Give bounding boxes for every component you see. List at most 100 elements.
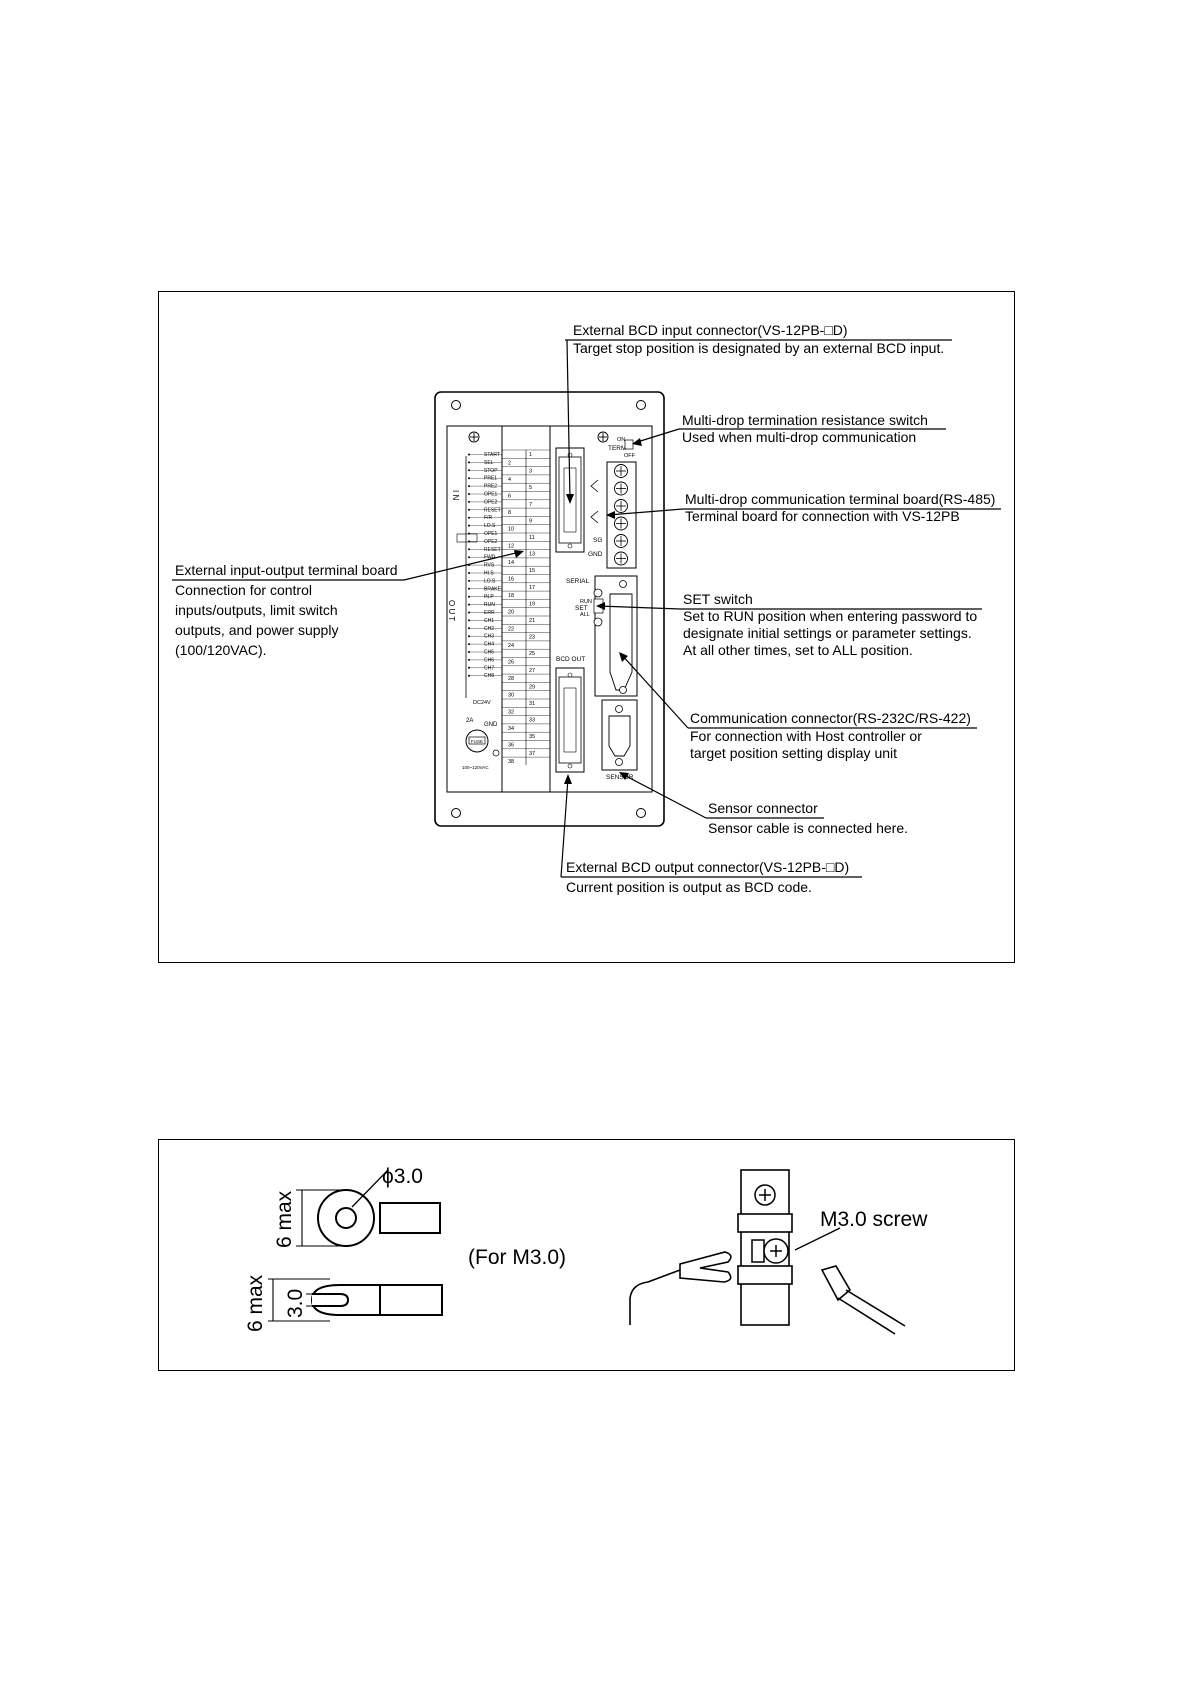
signal-label: CH1 [484,618,494,624]
terminal-number: 2 [508,460,511,466]
signal-label: PRE2 [484,484,497,490]
arrowheads [514,438,642,784]
terminal-number: 23 [529,635,535,641]
io-board-title: External input-output terminal board [175,562,398,578]
terminal-number: 6 [508,494,511,500]
gnd2-label: GND [588,551,603,558]
bcd-out-connector [555,667,585,773]
signal-label: HI.S [484,571,494,577]
io-board-desc-4: (100/120VAC). [175,642,267,658]
bcd-in-desc: Target stop position is designated by an… [573,340,944,356]
signal-label: OPE2 [484,499,498,505]
bcd-out-title: External BCD output connector(VS-12PB-□D… [566,859,849,875]
terminal-number: 24 [508,643,514,649]
io-board-desc-1: Connection for control [175,582,312,598]
terminal-number: 17 [529,585,535,591]
terminal-number: 37 [529,751,535,757]
terminal-number: 25 [529,651,535,657]
rs485-screw-icons [614,464,628,566]
signal-label: STOP [484,468,498,474]
terminal-number: 19 [529,601,535,607]
terminal-number: 14 [508,560,514,566]
terminal-number: 10 [508,527,514,533]
sensor-panel-label: SENSOR [606,774,634,781]
set-label: SET [575,605,588,612]
terminal-number: 34 [508,726,514,732]
terminal-number: 33 [529,718,535,724]
terminal-number: 22 [508,626,514,632]
signal-label: CH6 [484,657,494,663]
terminal-number: 18 [508,593,514,599]
terminal-number: 26 [508,660,514,666]
dc24v-label: DC24V [473,700,491,706]
signal-label: CH8 [484,673,494,679]
comm-desc-2: target position setting display unit [690,745,897,761]
terminal-number: 13 [529,552,535,558]
terminal-number: 9 [529,518,532,524]
signal-label: START [484,452,500,458]
io-board-desc-3: outputs, and power supply [175,622,338,638]
terminal-number: 4 [508,477,511,483]
signal-label: F/R [484,515,492,521]
comm-connector-icon [609,593,633,691]
signal-label: LO.S [484,578,496,584]
mounting-hole-icons [451,400,646,818]
ac-range-label: 100~120VAC [462,765,489,770]
in-label: I N [451,490,460,500]
figure-2-frame [158,1139,1015,1371]
gnd-label: GND [484,722,498,728]
term-label: TERM [608,445,626,452]
set-switch-desc-1: Set to RUN position when entering passwo… [683,608,977,624]
sensor-title: Sensor connector [708,800,818,816]
fuse-label: FUSE [471,739,483,744]
signal-label: CH7 [484,665,494,671]
term-switch-icon [624,439,634,450]
term-switch-desc: Used when multi-drop communication [682,429,916,445]
sensor-connector-icon [608,715,631,757]
signal-label: RUN [484,602,495,608]
bcd-out-label: BCD OUT [556,656,585,663]
signal-label: SEL [484,460,494,466]
terminal-number: 7 [529,502,532,508]
signal-label: RESET [484,507,501,513]
all-label: ALL [580,612,590,618]
signal-label: CH4 [484,642,494,648]
term-on-label: ON [617,437,625,443]
signal-label: CH2 [484,626,494,632]
terminal-number: 1 [529,452,532,458]
set-switch-desc-2: designate initial settings or parameter … [683,625,972,641]
set-switch-title: SET switch [683,591,753,607]
signal-label: LO.S [484,523,496,529]
signal-label: OPE2 [484,539,498,545]
bcd-in-title: External BCD input connector(VS-12PB-□D) [573,322,848,338]
terminal-number: 21 [529,618,535,624]
sg-label: SG [593,537,602,544]
sensor-desc: Sensor cable is connected here. [708,820,908,836]
out-label: O U T [447,600,456,621]
signal-label: FWD [484,555,496,561]
signal-label: OPE1 [484,531,498,537]
signal-label: OPE1 [484,492,498,498]
signal-label: RVS [484,563,495,569]
terminal-number: 31 [529,701,535,707]
signal-label: IN.P [484,594,494,600]
terminal-number: 20 [508,610,514,616]
signal-label: BRAKE [484,586,502,592]
io-board-desc-2: inputs/outputs, limit switch [175,602,338,618]
ground-screw-icon [492,749,500,757]
signal-label: PRE1 [484,476,497,482]
serial-label: SERIAL [566,578,590,585]
terminal-number: 16 [508,577,514,583]
comm-title: Communication connector(RS-232C/RS-422) [690,710,971,726]
rs485-title: Multi-drop communication terminal board(… [685,491,995,507]
terminal-number: 28 [508,676,514,682]
terminal-number: 12 [508,543,514,549]
term-off-label: OFF [624,453,636,459]
run-label: RUN [580,599,592,605]
term-switch-title: Multi-drop termination resistance switch [682,412,928,428]
bcd-out-desc: Current position is output as BCD code. [566,879,812,895]
terminal-number: 36 [508,743,514,749]
terminal-number: 32 [508,709,514,715]
terminal-number: 38 [508,759,514,765]
